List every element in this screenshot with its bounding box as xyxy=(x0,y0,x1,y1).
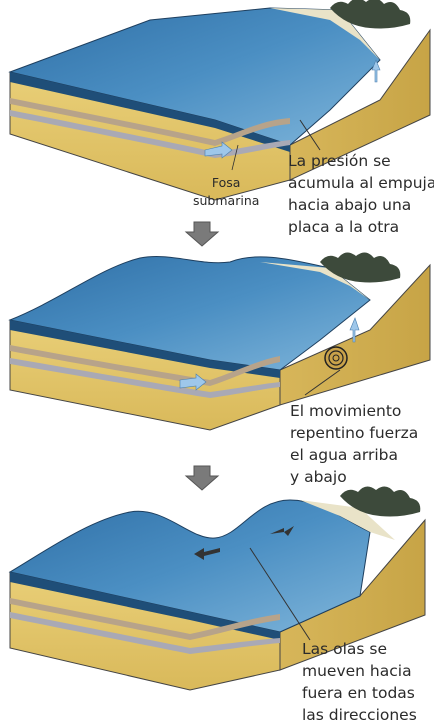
panel-2-caption-line-3: el agua arriba xyxy=(290,446,398,464)
panel-2-forest xyxy=(320,252,401,283)
panel-2-sea-surface xyxy=(8,255,371,371)
panel-1-coast xyxy=(270,8,380,60)
trench-label: Fosa submarina xyxy=(193,174,259,210)
panel-3-caption: Las olas se mueven hacia fuera en todas … xyxy=(302,638,417,726)
panel-3-wave-arrow-2 xyxy=(270,526,294,536)
panel-3-wave-arrow xyxy=(194,548,220,560)
panel-2-block xyxy=(8,252,431,431)
panel-1-caption: La presión se acumula al empujar hacia a… xyxy=(288,150,434,238)
panel-2-caption-line-2: repentino fuerza xyxy=(290,424,419,442)
epicenter-icon xyxy=(324,346,348,370)
panel-1-water-front xyxy=(10,72,290,152)
panel-1-caption-line-2: acumula al empujar xyxy=(288,174,434,192)
trench-label-line-1: Fosa xyxy=(211,175,241,190)
panel-1-side-face xyxy=(289,28,431,181)
panel-1-caption-line-4: placa a la otra xyxy=(288,218,400,236)
panel-1-forest xyxy=(330,0,411,29)
panel-1-motion-arrow xyxy=(204,141,233,159)
trench-label-line-2: submarina xyxy=(193,193,260,208)
panel-2-caption-line-1: El movimiento xyxy=(290,402,402,420)
panel-3-coast xyxy=(300,500,395,540)
panel-3-water-front xyxy=(10,572,280,640)
down-arrow-icon xyxy=(184,465,220,491)
panel-2-leader-line xyxy=(304,369,341,396)
panel-3-caption-line-1: Las olas se xyxy=(302,640,388,658)
panel-1-trench-leader xyxy=(231,144,239,171)
panel-1-leader-line xyxy=(299,119,321,151)
panel-2-coast xyxy=(260,262,370,300)
panel-3-leader-line xyxy=(249,547,311,641)
panel-3-caption-line-2: mueven hacia xyxy=(302,662,412,680)
panel-1-block xyxy=(8,0,431,201)
panel-2-water-front xyxy=(10,320,280,378)
panel-1-caption-line-1: La presión se xyxy=(288,152,391,170)
panel-3-block xyxy=(8,486,426,691)
panel-3-caption-line-4: las direcciones xyxy=(302,706,417,724)
panel-3-caption-line-3: fuera en todas xyxy=(302,684,415,702)
panel-2-motion-arrow-2 xyxy=(179,373,207,391)
panel-1-caption-line-3: hacia abajo una xyxy=(288,196,412,214)
panel-3-forest xyxy=(340,486,421,517)
panel-2-motion-arrow xyxy=(349,317,360,343)
down-arrow-icon xyxy=(184,221,220,247)
panel-2-caption: El movimiento repentino fuerza el agua a… xyxy=(290,400,418,488)
panel-2-caption-line-4: y abajo xyxy=(290,468,347,486)
panel-1-motion-arrow-2 xyxy=(371,59,381,83)
panel-3-crust-layer xyxy=(10,598,280,640)
